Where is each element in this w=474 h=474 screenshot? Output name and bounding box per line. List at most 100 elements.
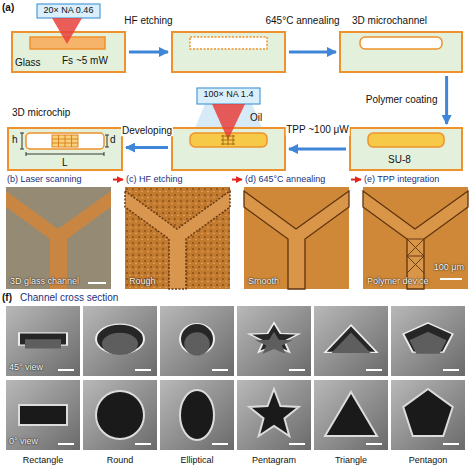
glass-slab-microchip (8, 128, 122, 170)
process-arrow (129, 51, 168, 54)
laser-power-label: Fs ~5 mW (62, 55, 108, 67)
micrograph-tpp-integration (407, 239, 424, 256)
glass-slab-microchip (20, 133, 24, 134)
sem-45-view (314, 306, 388, 376)
sem-0-view (58, 443, 74, 445)
sem-0-view (180, 390, 214, 440)
shape-name: Pentagram (252, 455, 296, 465)
glass-slab-laser-writing (37, 4, 100, 18)
microscope-image: (e) TPP integrationPolymer device100 μm (363, 173, 468, 290)
sem-0-view (325, 392, 377, 436)
micrograph-annealing (244, 187, 349, 289)
microscope-image: (c) HF etchingRough (125, 173, 230, 290)
glass-slab-tpp (212, 104, 245, 140)
sem-0-view (249, 389, 298, 436)
glass-slab-laser-writing (30, 37, 105, 49)
image-caption: Smooth (248, 276, 279, 286)
glass-slab-microchip (52, 135, 78, 147)
sem-0-view (237, 380, 311, 450)
micrograph-tpp-integration (407, 239, 424, 256)
sem-45-view (237, 306, 311, 376)
view-label: 45° view (9, 362, 43, 372)
sem-45-view (6, 306, 80, 376)
micrograph-tpp-integration (407, 256, 424, 273)
panel-title: (b) Laser scanning (7, 174, 82, 184)
sem-45-view (289, 369, 305, 371)
material-label: SU-8 (388, 154, 411, 166)
micrograph-tpp-integration (363, 191, 468, 289)
glass-slab-microchip (105, 135, 109, 136)
process-stage: 20× NA 0.46GlassFs ~5 mW (10, 2, 127, 74)
sem-45-view (96, 324, 144, 354)
glass-slab-microchip (20, 149, 24, 150)
glass-slab-microchip (52, 139, 78, 140)
sem-0-view (314, 380, 388, 450)
sem-45-view (212, 369, 228, 371)
glass-slab-microchip (107, 135, 108, 147)
process-arrow (351, 179, 361, 181)
process-arrow (289, 51, 336, 54)
glass-slab-etched (172, 32, 285, 72)
process-stage: 3D microchiphdL (6, 106, 124, 172)
sem-45-view (96, 324, 144, 355)
sem-45-view (184, 332, 210, 355)
sem-45-view (409, 332, 446, 354)
glass-slab-laser-writing (12, 32, 125, 72)
sem-45-view (403, 323, 452, 352)
glass-slab-laser-writing (52, 18, 82, 44)
glass-slab-etched (172, 32, 285, 72)
sem-45-view (135, 369, 151, 371)
view-label: 0° view (9, 436, 38, 446)
micrograph-hf-etching (125, 191, 230, 289)
process-stage: SU-8 (348, 126, 464, 172)
sem-0-view (96, 391, 144, 439)
shape-name: Triangle (335, 455, 367, 465)
sem-0-view (6, 380, 80, 450)
sem-0-view (314, 380, 388, 450)
sem-45-view (255, 332, 292, 354)
sem-45-view (19, 333, 67, 349)
sem-0-view (135, 443, 151, 445)
glass-slab-microchip (26, 152, 27, 156)
glass-slab-microchip (26, 133, 104, 149)
glass-slab-coated (368, 133, 444, 147)
sem-0-view (289, 443, 305, 445)
sem-0-view (443, 443, 459, 445)
dimension-label: d (110, 134, 116, 146)
sem-0-view (366, 443, 382, 445)
glass-slab-tpp (172, 88, 285, 170)
glass-slab-microchip (22, 133, 23, 149)
glass-slab-microchip (71, 135, 72, 147)
sem-0-view (237, 380, 311, 450)
glass-slab-tpp (233, 135, 234, 145)
glass-slab-tpp (221, 140, 235, 141)
dimension-label: L (62, 157, 68, 169)
arrow-label: Developing (121, 125, 173, 137)
sem-45-view (160, 306, 234, 376)
glass-slab-annealed (360, 37, 442, 49)
glass-slab-microchip (58, 135, 59, 147)
stage-heading: 3D microchannel (352, 15, 427, 27)
micrograph-tpp-integration (407, 256, 424, 257)
sem-45-view (83, 306, 157, 376)
micrograph-tpp-integration (407, 256, 424, 273)
sem-45-view (391, 306, 465, 376)
micrograph-laser-scanning (6, 187, 111, 289)
sem-0-view (391, 380, 465, 450)
glass-slab-tpp (197, 88, 260, 104)
sem-0-view (212, 443, 228, 445)
sem-45-view (403, 323, 452, 354)
sem-45-view (102, 333, 138, 355)
micrograph-hf-etching (125, 187, 230, 289)
micrograph-tpp-integration (407, 239, 424, 240)
process-stage (170, 30, 287, 74)
panel-title: Channel cross section (20, 292, 118, 304)
sem-45-view (391, 306, 465, 376)
process-stage: 3D microchannel (338, 12, 464, 74)
glass-slab-tpp (190, 133, 267, 147)
glass-slab-laser-writing (12, 4, 125, 72)
micrograph-tpp-integration (363, 187, 468, 289)
glass-slab-coated (350, 128, 462, 170)
